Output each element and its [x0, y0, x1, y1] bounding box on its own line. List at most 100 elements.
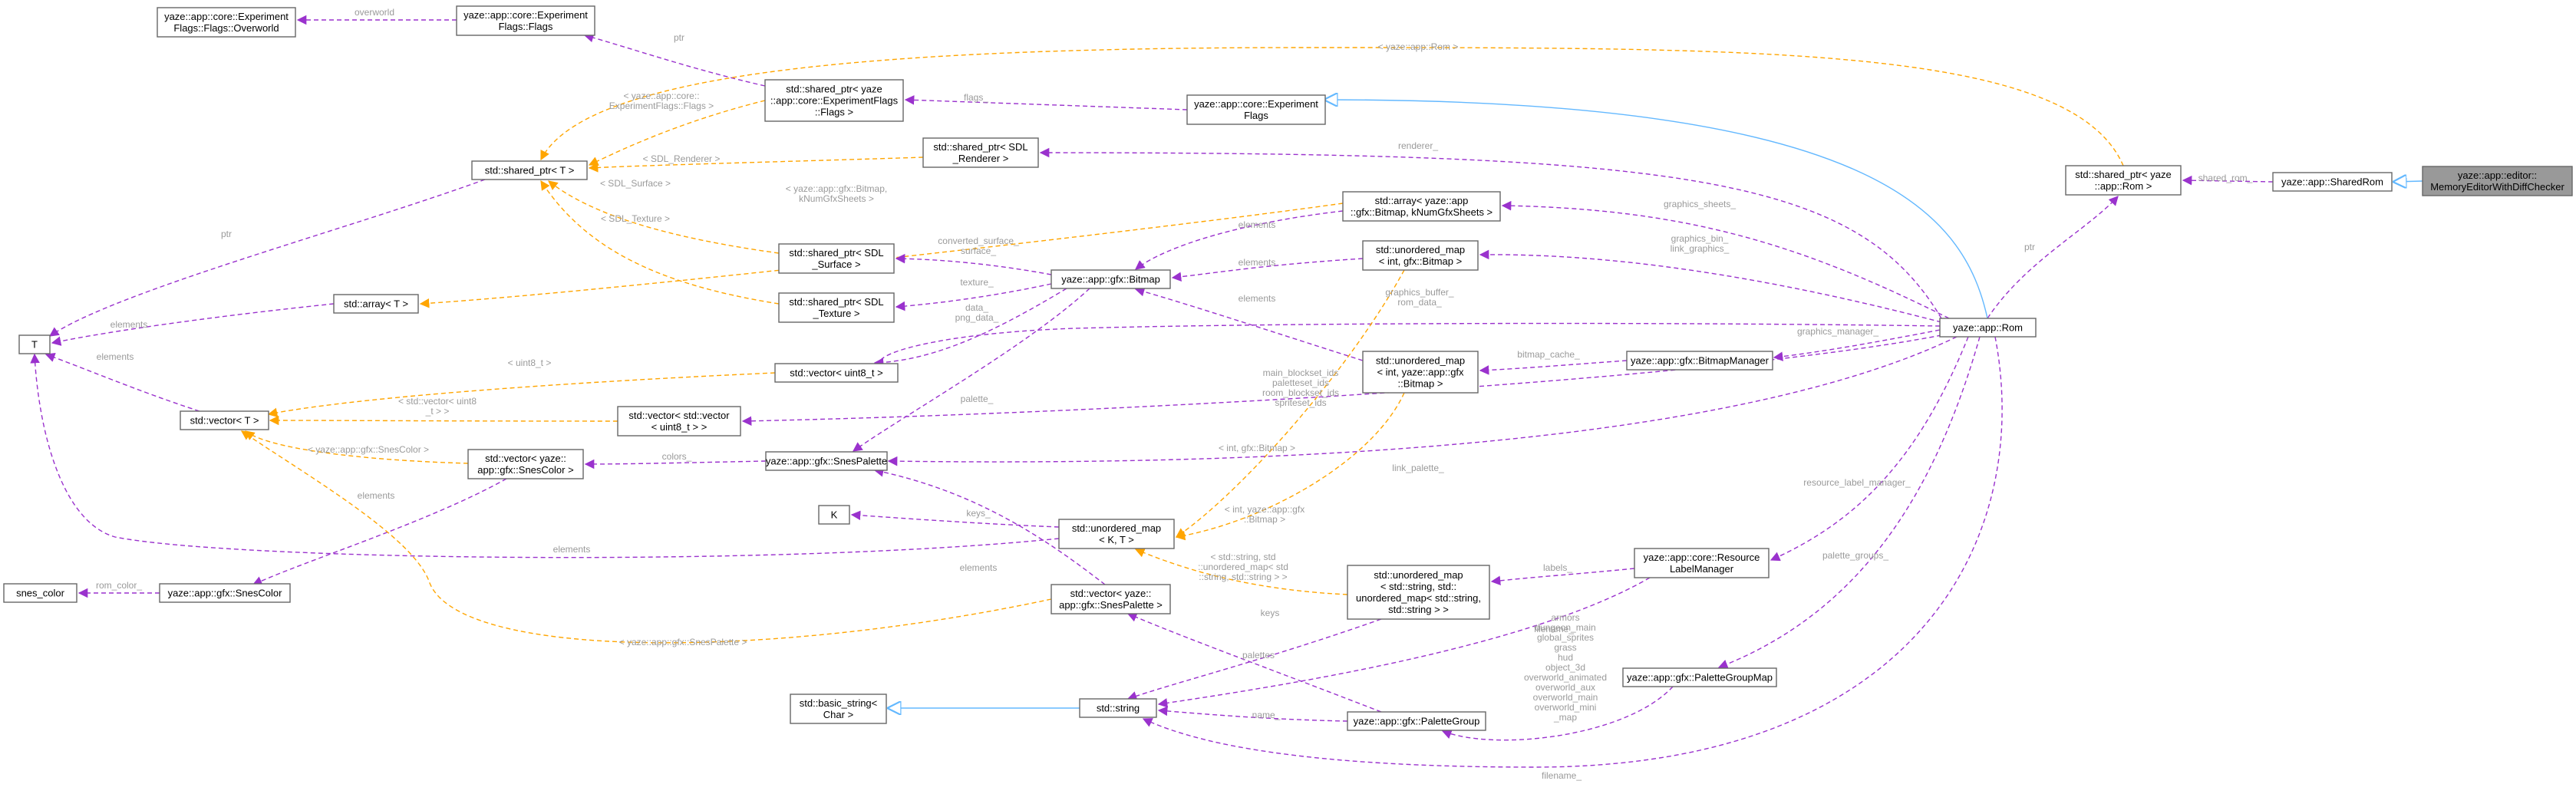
edge-label-sdl-renderer-tpl: < SDL_Renderer > [643, 153, 721, 164]
edge-label-line: elements [553, 544, 591, 555]
node-box [1186, 94, 1326, 125]
node-bitmap-manager[interactable]: yaze::app::gfx::BitmapManager [1626, 351, 1773, 371]
edge-sdl-surface-template [548, 180, 780, 254]
node-exp-flags[interactable]: yaze::app::core::ExperimentFlags [1186, 94, 1326, 125]
node-snespalette[interactable]: yaze::app::gfx::SnesPalette [765, 451, 888, 471]
node-box [764, 79, 904, 122]
edge-uint8-template [267, 372, 776, 417]
edge-label-line: kNumGfxSheets > [799, 193, 874, 204]
node-palette-group[interactable]: yaze::app::gfx::PaletteGroup [1347, 711, 1486, 731]
node-vector-snescolor[interactable]: std::vector< yaze::app::gfx::SnesColor > [467, 449, 584, 479]
edge-renderer_ [1039, 147, 1942, 319]
edge-label-elements-vec-palette: elements [960, 562, 998, 573]
edge-graphics_sheets [1501, 200, 1950, 319]
node-box [1626, 351, 1773, 371]
node-vector-uint8[interactable]: std::vector< uint8_t > [774, 363, 899, 383]
edge-label-converted-surface: converted_surface_surface_ [938, 236, 1019, 256]
node-label: std::string [1097, 703, 1140, 714]
edge-label-line: rom_data_ [1397, 297, 1442, 308]
node-memeditor[interactable]: yaze::app::editor::MemoryEditorWithDiffC… [2422, 166, 2573, 196]
edge-label-line: elements [1239, 257, 1276, 268]
edge-label-sdl-texture-tpl: < SDL_Texture > [601, 213, 670, 224]
node-array-T[interactable]: std::array< T > [333, 294, 419, 314]
node-label: std::string > > [1388, 604, 1449, 615]
edge-elements-vector-T [45, 352, 200, 412]
node-sp-sdl-texture[interactable]: std::shared_ptr< SDL_Texture > [778, 292, 895, 323]
node-sp-expflags[interactable]: std::shared_ptr< yaze::app::core::Experi… [764, 79, 904, 122]
edge-label-line: < yaze::app::gfx::SnesColor > [308, 444, 429, 455]
node-box [1939, 318, 2037, 338]
node-box [1342, 191, 1501, 222]
node-umap-int-bitmap[interactable]: std::unordered_map< int, gfx::Bitmap > [1362, 240, 1479, 271]
node-vector-vector-uint8[interactable]: std::vector< std::vector< uint8_t > > [617, 406, 741, 437]
node-shared-ptr-T[interactable]: std::shared_ptr< T > [471, 160, 588, 180]
node-label: LabelManager [1670, 563, 1734, 575]
edge-label-name-: name_ [1252, 710, 1281, 720]
node-box [456, 5, 595, 36]
edge-label-texture-: texture_ [960, 277, 994, 288]
node-label: < std::string, std:: [1380, 581, 1456, 592]
edge-label-line: overworld_animated [1524, 672, 1607, 683]
node-sp-sdl-surface[interactable]: std::shared_ptr< SDL_Surface > [778, 243, 895, 274]
node-rom[interactable]: yaze::app::Rom [1939, 318, 2037, 338]
node-label: std::shared_ptr< SDL [789, 247, 883, 259]
node-T[interactable]: T [18, 334, 51, 354]
edge-label-elements-umap: elements [1239, 257, 1276, 268]
node-box [159, 583, 291, 603]
node-sp-sdl-renderer[interactable]: std::shared_ptr< SDL_Renderer > [922, 137, 1039, 168]
edge-label-rom-top: < yaze::app::Rom > [1378, 41, 1459, 52]
edge-label-line: png_data_ [955, 312, 999, 323]
node-snescolor[interactable]: yaze::app::gfx::SnesColor [159, 583, 291, 603]
edge-label-shared-rom-: shared_rom_ [2198, 173, 2253, 183]
node-box [774, 363, 899, 383]
node-snes-color[interactable]: snes_color [3, 583, 78, 603]
edge-label-rom-color: rom_color_ [96, 580, 142, 591]
node-K[interactable]: K [818, 505, 850, 525]
node-vector-snespalette[interactable]: std::vector< yaze::app::gfx::SnesPalette… [1051, 584, 1171, 614]
edge-snespalette-template [240, 430, 1052, 644]
node-label: Char > [823, 709, 853, 720]
edge-label-line: grass [1554, 642, 1576, 653]
edge-label-line: link_graphics_ [1671, 243, 1730, 254]
node-vector-T[interactable]: std::vector< T > [180, 410, 269, 430]
node-flags-flags[interactable]: yaze::app::core::ExperimentFlags::Flags [456, 5, 595, 36]
node-box [2272, 172, 2393, 192]
edge-label-line: elements [960, 562, 998, 573]
edge-label-line: armors [1551, 612, 1579, 623]
node-string[interactable]: std::string [1079, 698, 1157, 718]
edge-elements-array-T [51, 303, 335, 346]
edge-vecvec-template [269, 415, 618, 426]
edge-label-ptr-flags: ptr [674, 32, 684, 43]
node-palette-group-map[interactable]: yaze::app::gfx::PaletteGroupMap [1622, 667, 1777, 687]
edge-label-line: < int, gfx::Bitmap > [1219, 443, 1295, 453]
node-bitmap[interactable]: yaze::app::gfx::Bitmap [1051, 269, 1171, 289]
node-umap-KT[interactable]: std::unordered_map< K, T > [1058, 519, 1175, 549]
node-box [1362, 351, 1479, 394]
edge-label-bitmap-array-tpl: < yaze::app::gfx::Bitmap, kNumGfxSheets … [786, 183, 887, 204]
edge-label-line: texture_ [960, 277, 994, 288]
node-label: ::app::Rom > [2095, 180, 2152, 192]
node-umap-string[interactable]: std::unordered_map< std::string, std::un… [1347, 565, 1490, 620]
edge-label-uint8-tpl: < uint8_t > [508, 357, 552, 368]
node-shared-rom[interactable]: yaze::app::SharedRom [2272, 172, 2393, 192]
node-label: yaze::app::gfx::Bitmap [1061, 274, 1160, 285]
edge-label-keys-: keys_ [966, 508, 991, 519]
node-label: yaze::app::core::Resource [1644, 552, 1760, 563]
node-box [1622, 667, 1777, 687]
node-flags-overworld[interactable]: yaze::app::core::ExperimentFlags::Flags:… [157, 7, 296, 38]
node-sp-rom[interactable]: std::shared_ptr< yaze::app::Rom > [2065, 165, 2182, 196]
node-array-bitmap[interactable]: std::array< yaze::app::gfx::Bitmap, kNum… [1342, 191, 1501, 222]
node-umap-int-gfxbitmap[interactable]: std::unordered_map< int, yaze::app::gfx:… [1362, 351, 1479, 394]
node-box [2422, 166, 2573, 196]
edge-label-line: renderer_ [1398, 140, 1438, 151]
node-basic-string[interactable]: std::basic_string<Char > [790, 694, 887, 724]
edge-label-line: hud [1558, 652, 1573, 663]
edge-label-line: bitmap_cache_ [1517, 349, 1580, 360]
edge-elements-umap2 [1134, 287, 1364, 361]
node-label: std::unordered_map [1374, 569, 1463, 581]
edge-filename-rlm [1157, 577, 1651, 708]
node-box [157, 7, 296, 38]
node-box [790, 694, 887, 724]
